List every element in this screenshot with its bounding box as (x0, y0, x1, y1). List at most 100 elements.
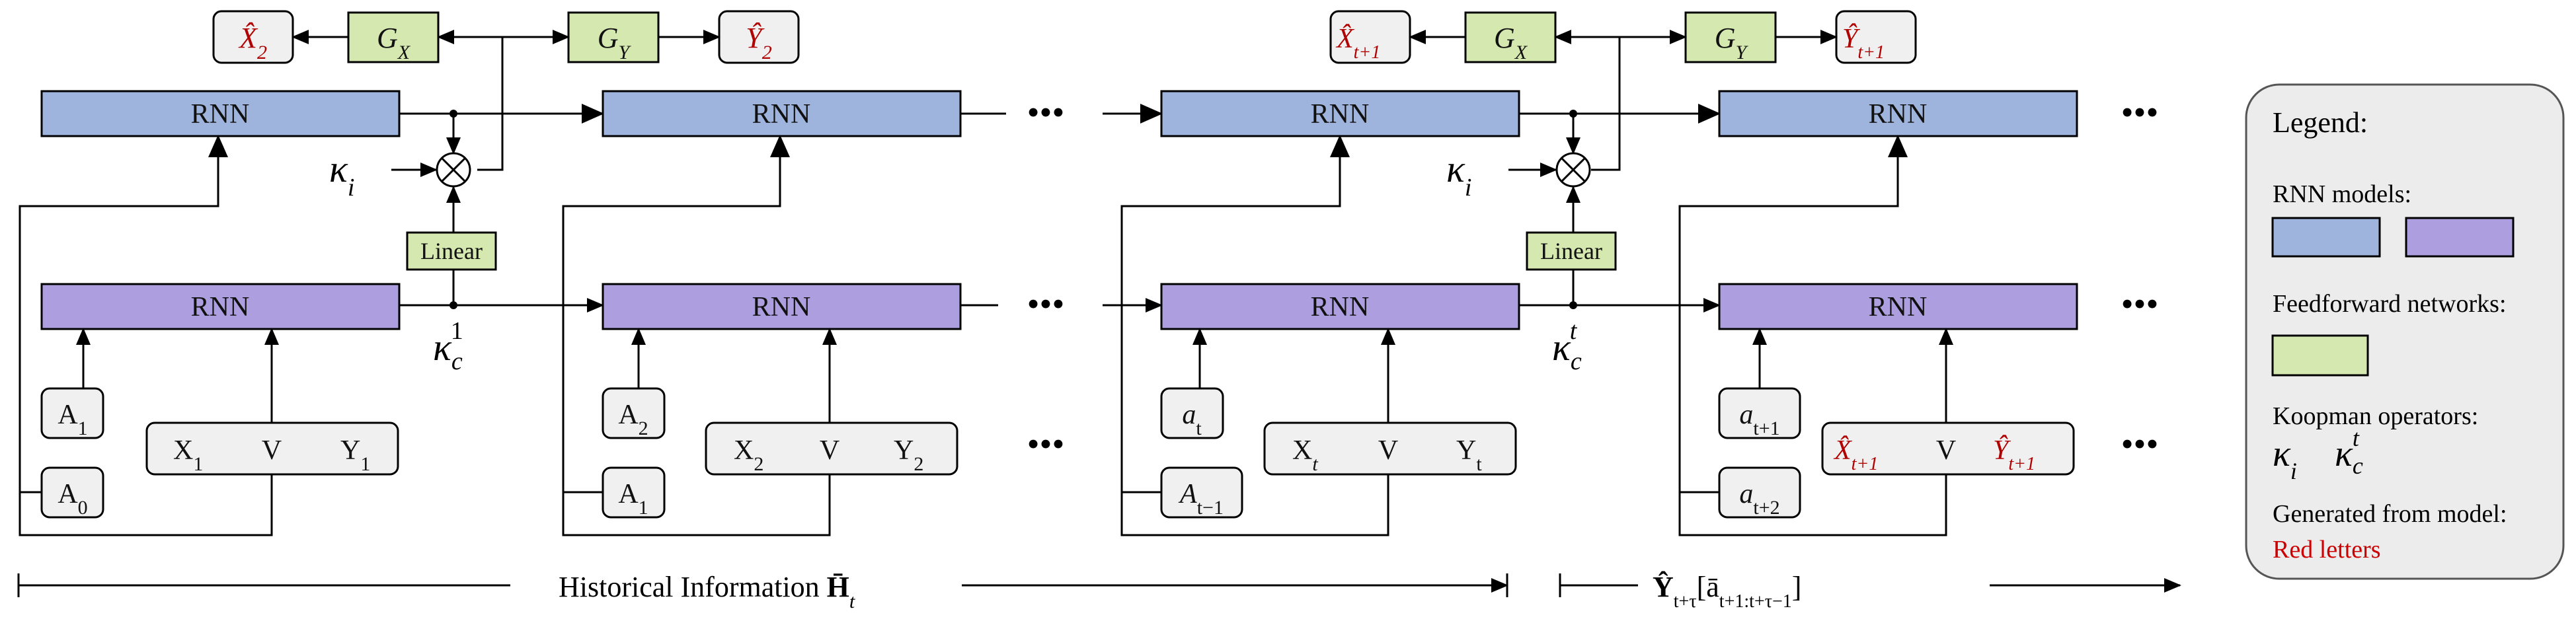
svg-text:κi: κi (329, 147, 354, 201)
svg-text:GY: GY (1715, 22, 1749, 63)
svg-text:κct: κct (2335, 425, 2363, 479)
xt-sub: t (1312, 453, 1318, 475)
xvy-input-box-step4 (1821, 421, 2075, 476)
dots-purple-4: ••• (2121, 284, 2159, 324)
xhat-t1-input-letter: X̂ (1833, 435, 1853, 466)
step-3-block: X̂t+1 GX GY Ŷt+1 RNN κi Linear RNN κct a (1120, 10, 1917, 536)
x1-sub: 1 (193, 453, 203, 475)
a1-letter-step2: A (618, 479, 639, 509)
a2-input-box (602, 387, 666, 439)
svg-text:X1: X1 (173, 435, 203, 475)
rnn-blue-3 (1160, 90, 1520, 137)
legend-koopman: Koopman operators: (2273, 402, 2478, 430)
svg-text:GX: GX (377, 22, 411, 63)
legend-generated: Generated from model: (2273, 500, 2507, 528)
forecast-bracket: [ā (1697, 571, 1719, 603)
rnn-blue-3-label: RNN (1311, 99, 1370, 129)
legend-kappa-i: κ (2273, 433, 2291, 474)
rnn-purple-1 (40, 283, 401, 330)
linear-box-2 (1526, 231, 1617, 271)
forecast-range: t+1:t+τ−1 (1719, 591, 1792, 612)
y2-letter: Y (894, 435, 914, 466)
svg-text:A1: A1 (618, 479, 648, 519)
svg-text:Xt: Xt (1292, 435, 1318, 475)
svg-text:Ŷt+1: Ŷt+1 (1842, 23, 1885, 63)
at-minus-1-letter: A (1178, 479, 1197, 509)
rnn-purple-1-label: RNN (191, 292, 250, 322)
gx-1-sub: X (397, 42, 411, 63)
svg-text:at: at (1182, 400, 1202, 439)
rnn-blue-4-label: RNN (1869, 99, 1928, 129)
xhat-t1-symbol: X̂ (1335, 23, 1355, 54)
xhat-2-symbol: X̂ (238, 22, 258, 54)
xvy-input-box-step2 (705, 421, 958, 476)
linear-2-label: Linear (1540, 238, 1602, 264)
at-plus-1-letter: a (1739, 400, 1753, 430)
dots-inputs-2: ••• (1027, 424, 1065, 464)
yhat-t1-sub: t+1 (1857, 42, 1885, 63)
rnn-purple-3 (1160, 283, 1520, 330)
yt-sub: t (1476, 453, 1482, 475)
at-plus-2-sub: t+2 (1753, 497, 1779, 519)
dots-inputs-4: ••• (2121, 424, 2159, 464)
legend-title: Legend: (2273, 106, 2368, 139)
v-label-step3: V (1378, 435, 1398, 466)
svg-text:Y1: Y1 (340, 435, 370, 475)
forecast-close: ] (1792, 571, 1802, 603)
a1-sub-step2: 1 (639, 497, 648, 519)
gx-1-letter: G (377, 22, 398, 54)
legend-rnn-models: RNN models: (2273, 180, 2411, 208)
xhat-2-sub: 2 (257, 42, 267, 63)
svg-text:A2: A2 (618, 400, 648, 439)
x2-sub: 2 (754, 453, 763, 475)
at-input-box (1160, 387, 1224, 439)
kappa-i-2-sub: i (1465, 174, 1472, 201)
kappa-c-t-sub: c (1571, 347, 1582, 375)
gy-2-sub: Y (1736, 42, 1749, 63)
svg-text:κi: κi (1446, 147, 1471, 201)
x1-letter: X (173, 435, 193, 466)
step-1-block: X̂2 GX GY Ŷ2 RNN κi Linear RNN (19, 10, 800, 536)
a1-letter-step1: A (58, 400, 78, 430)
x2-letter: X (734, 435, 754, 466)
historical-info-symbol: H̄ (827, 571, 849, 603)
dots-purple-2: ••• (1027, 284, 1065, 324)
kappa-c-1-sup: 1 (451, 317, 463, 345)
at-plus-1-sub: t+1 (1753, 418, 1779, 439)
svg-text:κi: κi (2273, 433, 2297, 484)
y1-sub: 1 (360, 453, 370, 475)
svg-text:X2: X2 (734, 435, 763, 475)
step-2-block: RNN ••• RNN ••• A2 A1 X2 V Y2 ••• (562, 90, 1163, 536)
step-4-block: RNN ••• RNN ••• at+1 at+2 X̂t+1 V Ŷt+1 •… (1678, 90, 2159, 536)
y1-letter: Y (340, 435, 360, 466)
yhat-2-sub: 2 (762, 42, 772, 63)
yhat-t1-symbol: Ŷ (1842, 23, 1861, 54)
rnn-blue-4 (1718, 90, 2078, 137)
svg-text:A1: A1 (58, 400, 87, 439)
at-letter: a (1182, 400, 1196, 430)
historical-info-label: Historical Information (559, 571, 827, 603)
at-minus-1-sub: t−1 (1197, 497, 1224, 519)
a0-sub: 0 (78, 497, 88, 519)
forecast-symbol: Ŷ (1653, 571, 1674, 603)
svg-text:X̂t+1: X̂t+1 (1335, 23, 1380, 62)
legend-rnn-blue-swatch (2271, 217, 2381, 258)
linear-1-label: Linear (420, 238, 483, 264)
a1-sub-step1: 1 (78, 418, 88, 439)
kappa-c-t-sup: t (1570, 317, 1578, 345)
svg-text:GX: GX (1494, 22, 1528, 63)
legend-kappa-c: κ (2335, 433, 2353, 474)
svg-text:Yt: Yt (1456, 435, 1482, 475)
kappa-i-1-sub: i (348, 174, 355, 201)
at-plus-2-letter: a (1739, 479, 1753, 509)
svg-text:A0: A0 (58, 479, 87, 519)
linear-box-1 (406, 231, 497, 271)
svg-text:Ŷt+1: Ŷt+1 (1993, 435, 2035, 474)
yhat-2-symbol: Ŷ (746, 22, 765, 54)
xvy-input-box-step3 (1263, 421, 1517, 476)
legend-kappa-c-sup: t (2353, 425, 2360, 451)
svg-text:Historical Information H̄t: Historical Information H̄t (559, 571, 855, 612)
historical-info-sub: t (849, 591, 855, 612)
